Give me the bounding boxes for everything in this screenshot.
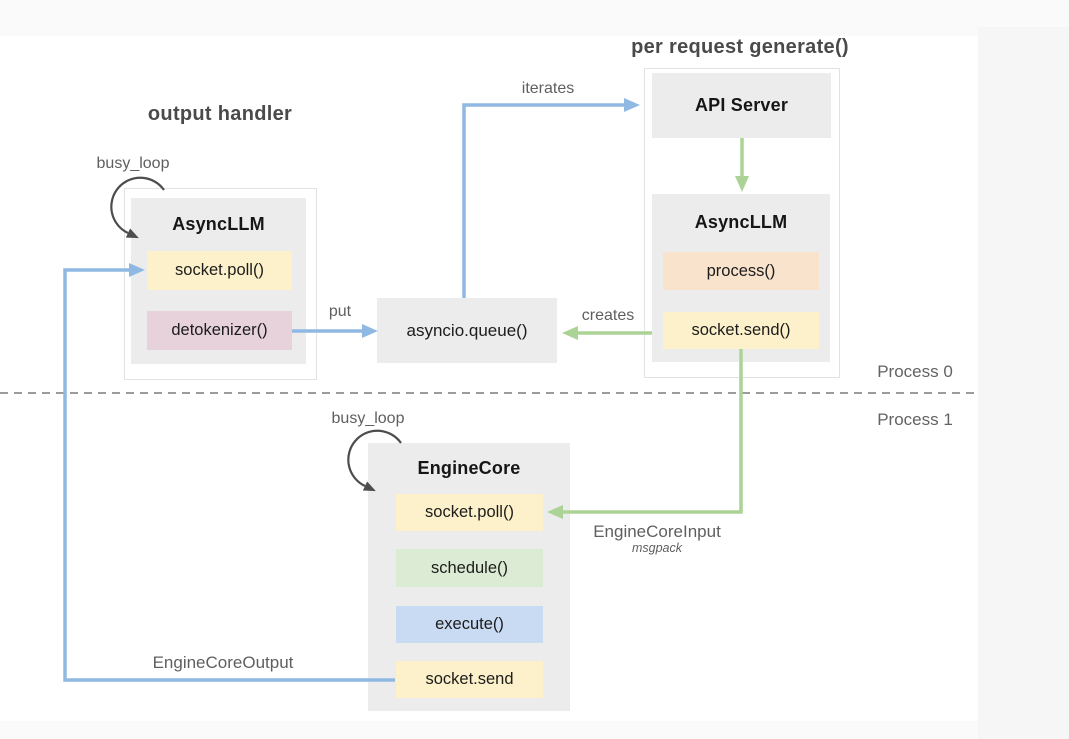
busy-loop-left-label: busy_loop [96,155,170,172]
busy-loop-bottom-label: busy_loop [331,410,405,427]
engine-core-title: EngineCore [417,458,521,478]
right-asyncllm-title: AsyncLLM [694,212,788,232]
asyncio-queue-node: asyncio.queue() [377,298,557,363]
msgpack-label: msgpack [631,541,683,555]
iterates-label: iterates [521,80,575,97]
right-asyncllm-node: AsyncLLM process() socket.send() [652,194,830,362]
creates-label: creates [581,307,635,324]
page-background-bottom [0,721,978,739]
output-handler-caption: output handler [147,103,293,125]
iterates-arrow [462,98,640,298]
api-server-node: API Server [652,73,831,138]
api-server-title: API Server [694,95,789,115]
engine-core-node: EngineCore socket.poll() schedule() exec… [368,443,570,711]
schedule-method: schedule() [396,549,543,587]
process-1-label: Process 1 [877,410,953,429]
left-socket-poll-method: socket.poll() [147,251,292,290]
right-socket-send-method: socket.send() [663,312,819,349]
engine-socket-poll-method: socket.poll() [396,494,543,531]
engine-core-input-label: EngineCoreInput [593,522,721,541]
page-background-right [978,27,1069,739]
engine-core-output-label: EngineCoreOutput [152,653,294,672]
detokenizer-method: detokenizer() [147,311,292,350]
engine-socket-send-method: socket.send [396,661,543,698]
process-method: process() [663,252,819,290]
left-asyncllm-node: AsyncLLM socket.poll() detokenizer() [131,198,306,364]
put-label: put [328,303,352,320]
page-background-top [0,0,1069,36]
execute-method: execute() [396,606,543,643]
per-request-generate-caption: per request generate() [631,36,849,58]
left-asyncllm-title: AsyncLLM [172,214,265,234]
process-0-label: Process 0 [877,362,953,381]
